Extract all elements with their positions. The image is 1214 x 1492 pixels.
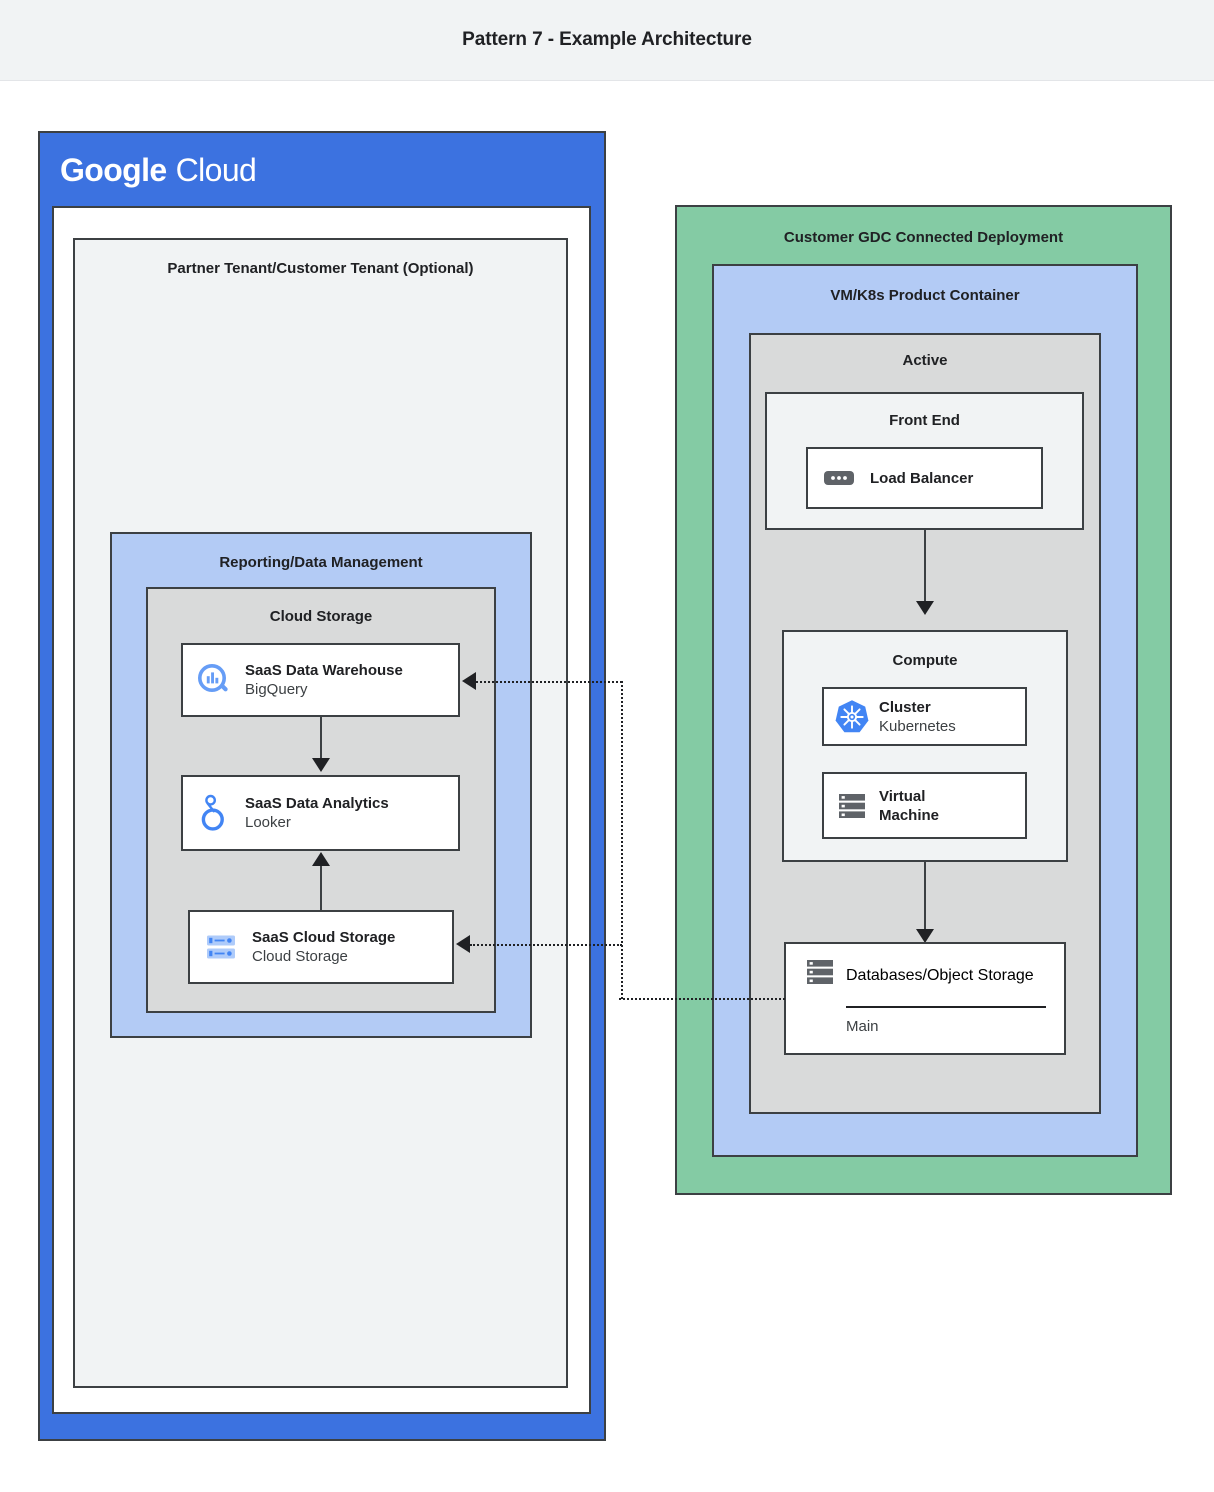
node-saas-data-analytics[interactable]: SaaS Data Analytics Looker [181,775,460,851]
node-saas-data-analytics-text: SaaS Data Analytics Looker [245,794,389,832]
node-databases-object-storage[interactable]: Databases/Object Storage Main [784,942,1066,1055]
arrow-storage-to-analytics-head [312,852,330,866]
bigquery-icon [183,661,245,699]
node-subtitle: Kubernetes [879,717,956,735]
reporting-data-management-label: Reporting/Data Management [219,554,423,571]
cloud-storage-icon [190,929,252,965]
node-title: Load Balancer [870,469,974,487]
dotted-link-bus-to-cloud-storage [470,944,622,946]
compute-label: Compute [892,652,958,669]
node-saas-data-warehouse-text: SaaS Data Warehouse BigQuery [245,661,403,699]
arrow-frontend-to-compute-head [916,601,934,615]
page-header: Pattern 7 - Example Architecture [0,0,1214,81]
node-subtitle: Cloud Storage [252,948,348,965]
node-title: Cluster [879,698,931,716]
arrow-storage-to-analytics-line [320,866,322,910]
database-title: Databases/Object Storage [846,967,1034,985]
arrow-warehouse-to-analytics-head [312,758,330,772]
node-saas-cloud-storage-text: SaaS Cloud Storage Cloud Storage [252,928,395,966]
database-divider [846,1006,1046,1008]
database-title-line2: Storage [977,967,1034,984]
node-subtitle: BigQuery [245,681,308,698]
google-cloud-logo-google: Google [60,152,167,188]
database-storage-icon [804,958,846,994]
gdc-deployment-label: Customer GDC Connected Deployment [783,229,1064,246]
node-cluster-kubernetes-text: Cluster Kubernetes [879,698,956,736]
dotted-link-bus-to-warehouse [476,681,622,683]
load-balancer-icon [808,467,870,489]
arrow-compute-to-database-head [916,929,934,943]
dotted-arrow-warehouse-head [462,672,476,690]
database-title-line1: Databases/Object [846,967,974,984]
node-load-balancer-text: Load Balancer [870,469,973,488]
database-header-row: Databases/Object Storage [786,944,1064,994]
looker-icon [183,793,245,833]
page-title: Pattern 7 - Example Architecture [462,29,752,50]
node-title: SaaS Data Analytics [245,795,389,812]
partner-tenant-label: Partner Tenant/Customer Tenant (Optional… [167,260,474,277]
front-end-label: Front End [889,412,960,429]
virtual-machine-icon [824,787,879,825]
arrow-compute-to-database-line [924,862,926,932]
node-subtitle: Looker [245,814,291,831]
node-cluster-kubernetes[interactable]: Cluster Kubernetes [822,687,1027,746]
database-main-label: Main [846,1018,879,1035]
node-virtual-machine-text: Virtual Machine [879,787,939,825]
node-title-line2: Machine [879,806,940,824]
cloud-storage-group-label: Cloud Storage [269,608,373,625]
google-cloud-logo-cloud: Cloud [175,152,257,188]
node-load-balancer[interactable]: Load Balancer [806,447,1043,509]
dotted-arrow-cloud-storage-head [456,935,470,953]
arrow-frontend-to-compute-line [924,530,926,604]
arrow-warehouse-to-analytics-line [320,717,322,761]
vm-k8s-product-container-label: VM/K8s Product Container [830,287,1020,304]
kubernetes-icon [824,697,879,737]
node-virtual-machine[interactable]: Virtual Machine [822,772,1027,839]
node-title: SaaS Cloud Storage [252,929,396,946]
active-label: Active [902,352,948,369]
node-saas-data-warehouse[interactable]: SaaS Data Warehouse BigQuery [181,643,460,717]
dotted-bus-vertical [621,681,623,999]
node-title: SaaS Data Warehouse [245,662,403,679]
node-saas-cloud-storage[interactable]: SaaS Cloud Storage Cloud Storage [188,910,454,984]
dotted-link-db-to-bus [619,998,785,1000]
node-title: Virtual [879,787,926,805]
